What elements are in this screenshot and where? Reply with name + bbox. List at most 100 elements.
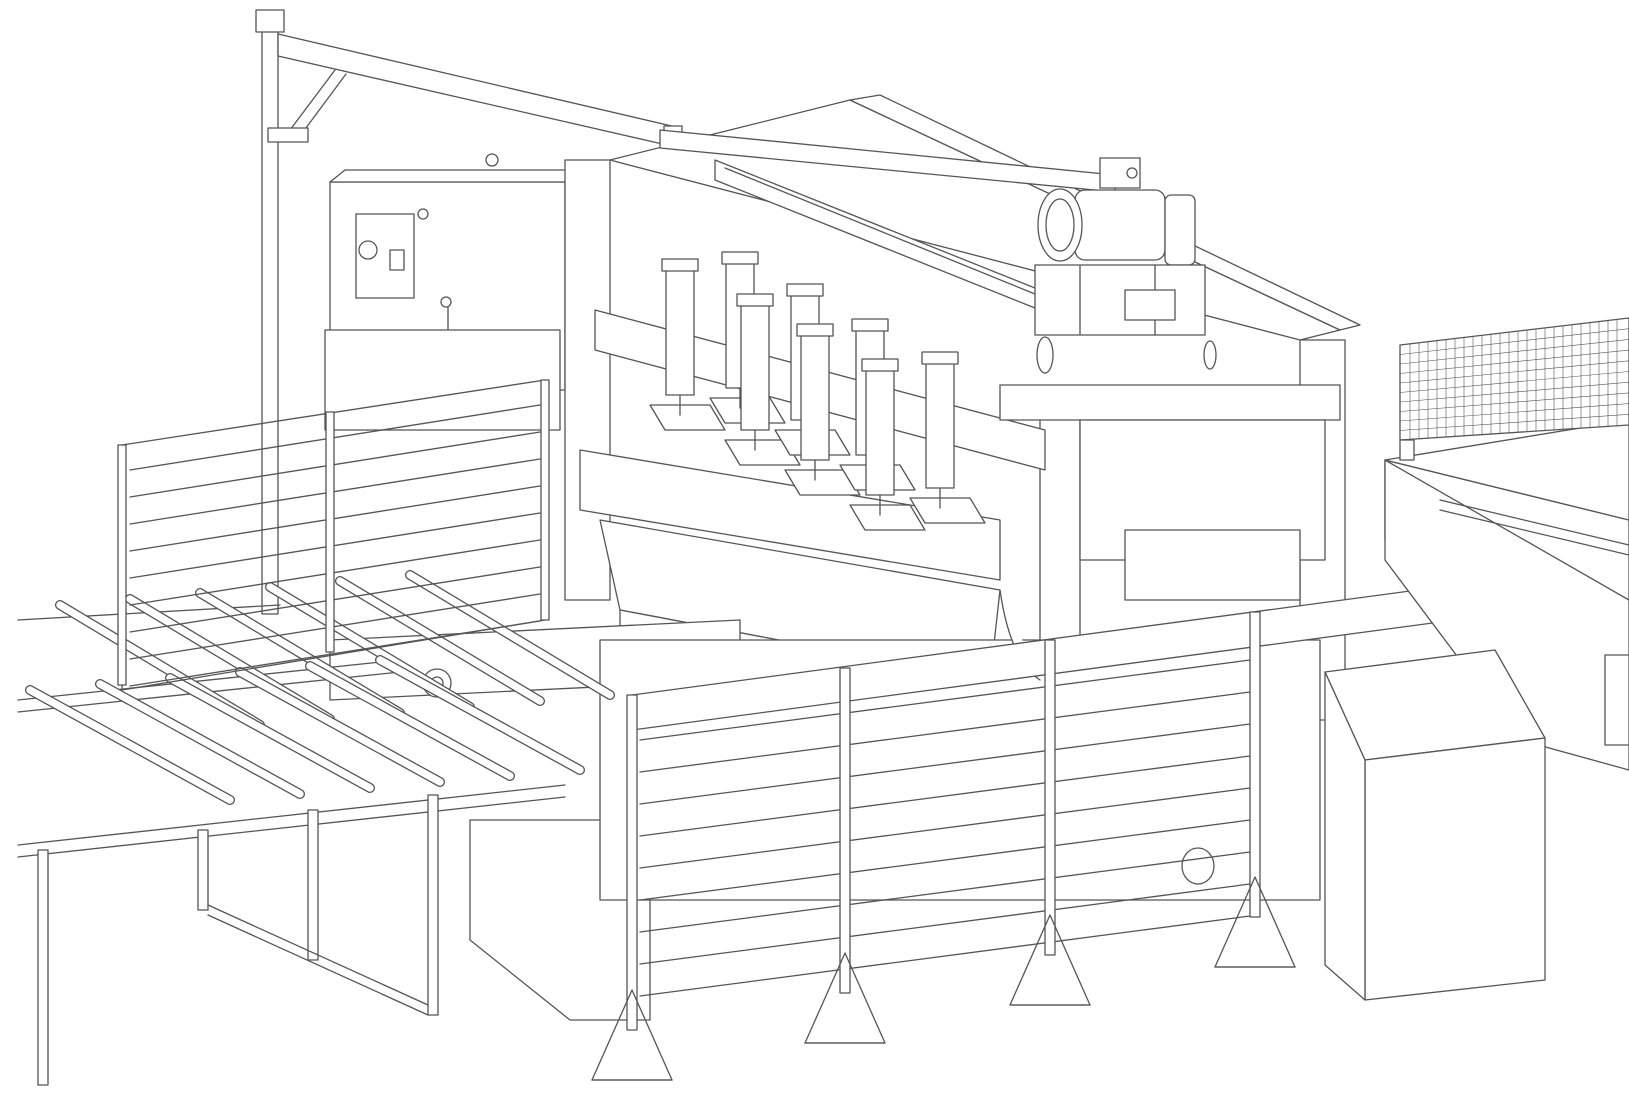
cylinder-body bbox=[865, 364, 895, 496]
outfeed-rail bbox=[1439, 499, 1629, 546]
fence-bar bbox=[639, 819, 1251, 901]
handle-knob bbox=[440, 296, 452, 308]
conveyor-leg-2 bbox=[197, 829, 209, 911]
roller-fill bbox=[406, 571, 614, 699]
cylinder-base-plate bbox=[784, 469, 861, 496]
roller-fill bbox=[26, 686, 234, 804]
terminal-gland bbox=[1126, 167, 1138, 179]
cylinder-cap bbox=[736, 293, 774, 307]
roller-fill bbox=[376, 656, 584, 774]
rail-groove bbox=[724, 167, 1036, 295]
mesh-wire bbox=[1399, 339, 1629, 365]
conveyor-leg bbox=[37, 849, 49, 1086]
fence-bar bbox=[129, 404, 541, 471]
infeed-roller-conveyor bbox=[17, 570, 615, 1086]
cylinder-body bbox=[665, 264, 695, 396]
conveyor-rail-front-lower bbox=[17, 796, 566, 858]
jib-crane bbox=[255, 9, 683, 615]
fence-post bbox=[626, 694, 638, 1031]
fence-bar bbox=[129, 620, 541, 687]
mesh-wire bbox=[1399, 392, 1629, 412]
cylinder-body bbox=[740, 299, 770, 431]
front-plate bbox=[1124, 529, 1301, 601]
conveyor-rail-mid bbox=[17, 659, 401, 701]
cylinder-cap bbox=[851, 318, 889, 332]
fence-bar bbox=[639, 915, 1251, 997]
fence-post bbox=[325, 411, 335, 653]
cabinet-switch bbox=[389, 249, 405, 271]
lifting-eye bbox=[485, 153, 499, 167]
fence-bar bbox=[129, 431, 541, 498]
mesh-wire bbox=[1399, 328, 1629, 355]
fence-bar bbox=[129, 485, 541, 552]
outfeed-rail-2 bbox=[1439, 509, 1629, 556]
mesh-wire bbox=[1399, 403, 1629, 422]
outfeed-panel bbox=[1604, 654, 1629, 746]
cylinder-cap bbox=[921, 351, 959, 365]
saw-table-surface bbox=[579, 449, 1001, 581]
motor-fan-grill bbox=[1045, 198, 1075, 252]
outfeed-surface bbox=[1384, 419, 1629, 521]
cabinet-base bbox=[324, 329, 561, 431]
fence-post bbox=[117, 444, 127, 686]
cylinder-cap bbox=[661, 258, 699, 272]
cylinder-base-plate bbox=[909, 497, 986, 524]
mesh-guard bbox=[1399, 317, 1629, 461]
fence-bar bbox=[129, 512, 541, 579]
fence-post bbox=[540, 379, 550, 621]
fence-bar bbox=[639, 883, 1251, 965]
cylinder-cap bbox=[721, 251, 759, 265]
fence-bar bbox=[639, 659, 1251, 741]
cylinder-base-plate bbox=[849, 504, 926, 531]
mount-hole-2 bbox=[1203, 340, 1217, 370]
crane-bracket bbox=[267, 127, 309, 143]
cabinet-top bbox=[329, 169, 581, 183]
roller-fill bbox=[306, 662, 514, 780]
operator-console bbox=[1324, 649, 1546, 1001]
front-frame-box bbox=[1079, 419, 1326, 561]
leg-brace-2 bbox=[207, 914, 429, 1016]
cylinder-body bbox=[925, 357, 955, 489]
cylinder-base-plate bbox=[724, 439, 801, 466]
clamping-cylinders bbox=[649, 251, 986, 531]
roller-fill bbox=[236, 668, 444, 786]
crane-top-cap bbox=[255, 9, 285, 33]
fence-bar bbox=[129, 458, 541, 525]
conveyor-leg-3 bbox=[307, 809, 319, 961]
fence-bar bbox=[639, 755, 1251, 837]
fence-bar bbox=[639, 723, 1251, 805]
crane-brace bbox=[289, 69, 336, 131]
mesh-wire bbox=[1399, 371, 1629, 393]
conveyor-leg-4 bbox=[427, 794, 439, 1016]
cylinder-body bbox=[800, 329, 830, 461]
mesh-wire bbox=[1399, 381, 1629, 403]
motor-body bbox=[1074, 189, 1166, 261]
outfeed-side bbox=[1384, 459, 1629, 771]
cabinet-dial bbox=[358, 240, 378, 260]
console-side bbox=[1324, 671, 1366, 1001]
cylinder-cap bbox=[786, 283, 824, 297]
mesh-wire bbox=[1399, 349, 1629, 374]
roller-fill bbox=[166, 674, 374, 792]
fence-bar bbox=[639, 691, 1251, 773]
conveyor-rail-front bbox=[17, 784, 566, 846]
motor-mount-frame bbox=[1034, 264, 1206, 336]
cylinder-cap bbox=[796, 323, 834, 337]
cylinder-base-plate bbox=[649, 404, 726, 431]
leg-brace bbox=[207, 904, 429, 1006]
gearbox bbox=[1164, 194, 1196, 266]
cylinder-cap bbox=[861, 358, 899, 372]
fence-bar bbox=[639, 851, 1251, 933]
mount-hole bbox=[1036, 336, 1054, 374]
console-front bbox=[1364, 737, 1546, 1001]
mesh-wire bbox=[1399, 360, 1629, 384]
coupling bbox=[1124, 289, 1176, 321]
roller-fill bbox=[96, 680, 304, 798]
mesh-wire bbox=[1399, 413, 1629, 431]
fence-post bbox=[1044, 639, 1056, 956]
lifting-eye-2 bbox=[417, 208, 429, 220]
crane-brace-2 bbox=[299, 73, 347, 137]
outfeed-table bbox=[1384, 419, 1629, 771]
